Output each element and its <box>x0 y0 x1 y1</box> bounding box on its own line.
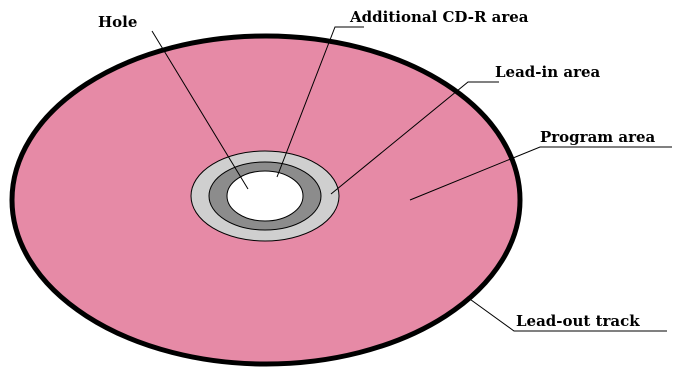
lead-in-area-label: Lead-in area <box>495 63 601 81</box>
additional-cdr-area-label: Additional CD-R area <box>349 8 529 26</box>
lead-in-leader <box>330 81 499 195</box>
additional-cdr-leader <box>276 26 364 178</box>
program-area-leader <box>409 146 672 201</box>
center-hole <box>226 170 304 222</box>
hole-label: Hole <box>98 13 137 31</box>
lead-out-leader <box>466 296 667 332</box>
program-area-label: Program area <box>540 128 656 146</box>
lead-out-track-label: Lead-out track <box>516 312 640 330</box>
hole-leader <box>151 30 249 190</box>
